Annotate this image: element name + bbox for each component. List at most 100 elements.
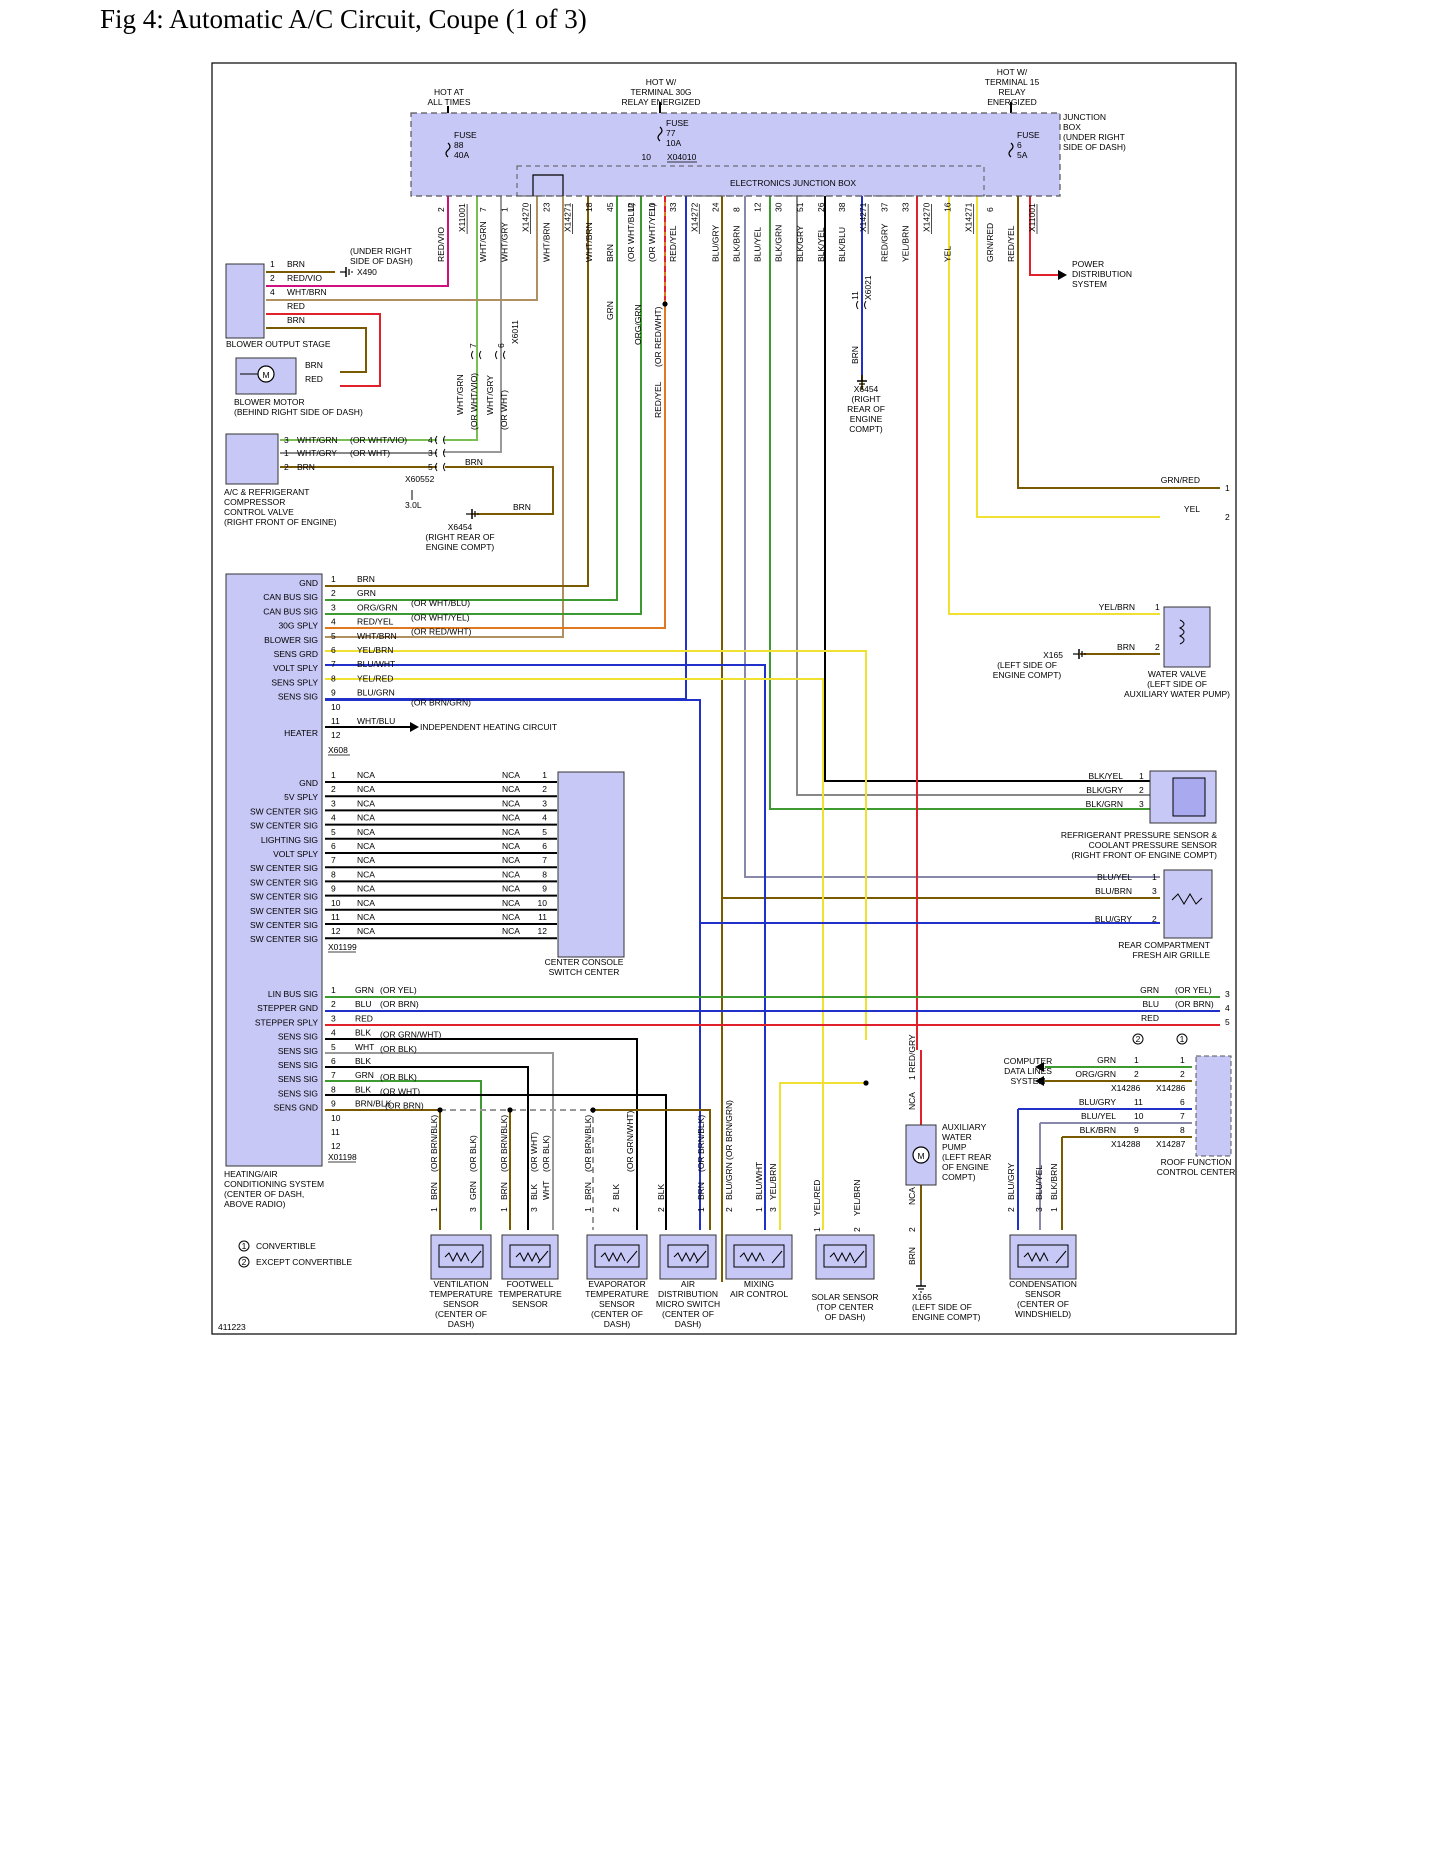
bottom-wire-label: 2 [611,1207,621,1212]
x608-pin: 3 [331,602,336,612]
sensor-airdist-name: (CENTER OF [662,1309,714,1319]
fuse-label: FUSE [1017,130,1040,140]
x01199-console-pin: 11 [538,912,547,922]
x01198-pin: 7 [331,1070,336,1080]
header-pin-wire: YEL [943,246,953,262]
compressor-wire: BRN [297,462,315,472]
bottom-wire-label: (OR BRN/GRN) [724,1100,734,1160]
x01199-console-pin: 7 [542,855,547,865]
ground-x165-location: (LEFT SIDE OF [997,660,1057,670]
sensor-outline [509,1244,551,1268]
wire-x01198-6 [325,1066,529,1230]
x01199-function: 5V SPLY [284,792,318,802]
x608-function: BLOWER SIG [264,635,318,645]
figure-number: 411223 [218,1322,246,1332]
bottom-wire-label: 2 [852,1227,862,1232]
x01198-wire: WHT [355,1042,374,1052]
ground-x165-icon [1073,649,1086,659]
compressor-pin: 2 [284,462,289,472]
bottom-wire-label: BRN [499,1182,509,1200]
x01198-wire-alt: (OR BLK) [380,1072,417,1082]
sensor-condens-name: CONDENSATION [1009,1279,1077,1289]
roof-function-name: ROOF FUNCTION [1161,1157,1232,1167]
header-pin-wire: BLK/BRN [732,226,742,262]
wire-yel-red-sens-sply [325,678,824,1230]
sensor-condens-name: WINDSHIELD) [1015,1309,1071,1319]
x01199-nca: NCA [502,770,520,780]
hot-at-all-times-label: HOT AT [434,87,464,97]
sensor-condens-name: SENSOR [1025,1289,1061,1299]
wire-sens-gnd-brn [593,1109,711,1230]
header-pin-wire: RED/YEL [668,225,678,262]
roof-wire: BLU/YEL [1081,1111,1116,1121]
computer-data-lines-label: SYSTEM [1011,1076,1046,1086]
header-pin-number: 30 [774,202,784,212]
bottom-wire-label: 2 [724,1207,734,1212]
computer-data-arrow-icon [1035,1062,1044,1072]
ground-x165-id: X165 [1043,650,1063,660]
x01199-nca: NCA [357,813,375,823]
resistor-symbol [515,1251,541,1263]
x01199-nca: NCA [357,827,375,837]
legend-symbol-icon-text: 1 [242,1241,247,1251]
x01199-function: SW CENTER SIG [250,892,318,902]
aux-water-pump-name: AUXILIARY [942,1122,987,1132]
compressor-box [225,433,279,485]
power-distribution-label: DISTRIBUTION [1072,269,1132,279]
x01199-console-pin: 9 [542,884,547,894]
splice-dot [507,1107,513,1113]
fresh-air-pin: 2 [1152,914,1157,924]
sensor-evap-name: EVAPORATOR [588,1279,646,1289]
roof-connector-id: X14286 [1156,1083,1186,1093]
vertical-label-or-red-wht: (OR RED/WHT) [653,306,663,367]
water-valve-box [1163,606,1211,668]
x608-function: SENS SPLY [271,677,318,687]
wire-x01198-4 [325,1038,638,1230]
junction-box-label: SIDE OF DASH) [1063,142,1126,152]
water-valve-name: WATER VALVE [1148,669,1207,679]
header-connector-id: X11001 [457,203,467,232]
bottom-wire-label: BRN [696,1182,706,1200]
compressor-connector-icon [435,462,446,472]
header-pin-wire: (OR WHT/BLU) [626,203,636,262]
bottom-wire-label: BRN [583,1182,593,1200]
sensor-foot-name: TEMPERATURE [498,1289,562,1299]
wire-wht-brn-blower [266,196,538,301]
roof-pin-a: 10 [1134,1111,1144,1121]
header-pin-number: 18 [584,202,594,212]
roof-wire: BLU/GRY [1079,1097,1116,1107]
wire-org-grn-x608-3 [325,196,642,615]
x01199-pin: 1 [331,770,336,780]
vertical-label-red-yel: RED/YEL [653,381,663,418]
sensor-condens [1009,1234,1077,1280]
vertical-label-pin6: 6 [496,343,506,348]
x01199-nca: NCA [357,926,375,936]
bottom-wire-label: 2 [656,1207,666,1212]
x01198-function: SENS SIG [278,1060,318,1070]
electronics-junction-box [516,165,985,197]
header-connector-id: X14272 [689,202,699,232]
hvac-module-name: CONDITIONING SYSTEM [224,1179,324,1189]
terminal-2: 2 [1225,512,1230,522]
x01199-connector-id: X01199 [328,942,357,952]
sensor-airdist-name: AIR [681,1279,695,1289]
x01198-wire: BLU [355,999,372,1009]
aux-pump-red-gry: 1 RED/GRY [907,1034,917,1080]
junction-box-label: JUNCTION [1063,112,1106,122]
grn-red-label: GRN/RED [1161,475,1200,485]
x01198-pin: 3 [331,1013,336,1023]
header-pin-number: 16 [943,202,953,212]
x01199-console-pin: 5 [542,827,547,837]
x01198-wire: BRN/BLK [355,1099,392,1109]
sensor-foot-symbol [509,1244,551,1268]
roof-pin-a: 1 [1134,1055,1139,1065]
vertical-label-or-wht-vio: (OR WHT/VIO) [469,373,479,430]
hot-15-label: HOT W/ [997,67,1028,77]
fuse-label: 88 [454,140,464,150]
sensor-solar-name: SOLAR SENSOR [811,1292,878,1302]
blower-motor-name: BLOWER MOTOR [234,397,305,407]
x01199-function: SW CENTER SIG [250,806,318,816]
computer-data-arrow-icon [1035,1076,1044,1086]
header-connector-id: X14271 [858,202,868,232]
